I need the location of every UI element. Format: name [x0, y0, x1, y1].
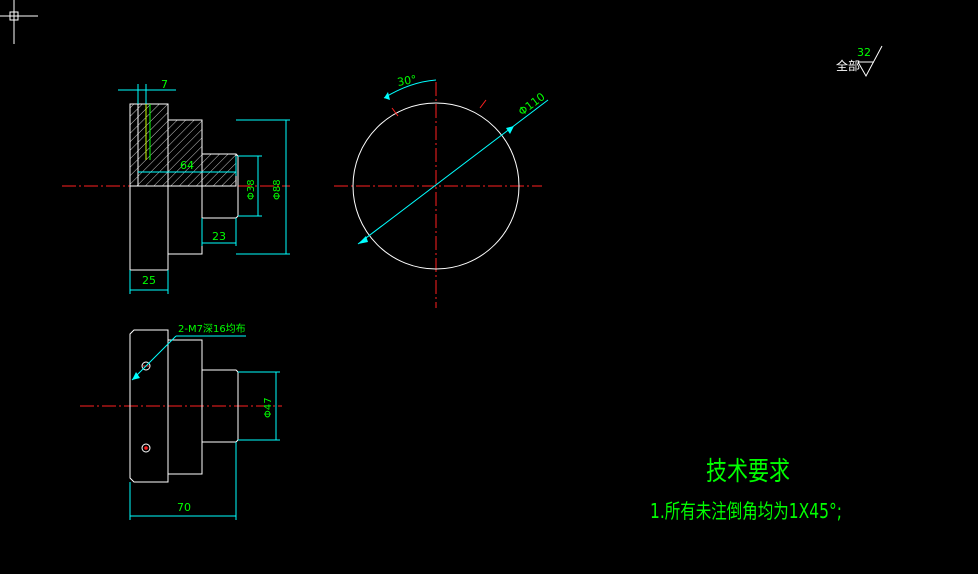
bottom-view: 2-M7深16均布 Φ47 70 [80, 323, 282, 520]
tapped-hole-lower [141, 443, 151, 453]
tapped-hole-upper [141, 361, 151, 371]
roughness-symbol: 全部 32 [836, 45, 883, 78]
tech-requirements: 技术要求 1.所有未注倒角均为1X45°; [650, 457, 842, 523]
hole-callout-label: 2-M7深16均布 [178, 323, 246, 335]
dim-7-label: 7 [161, 78, 168, 91]
crosshair-cursor-icon [0, 0, 38, 44]
roughness-label: 全部 [836, 58, 860, 73]
flange-outer-circle [352, 102, 520, 270]
tech-requirements-item-1: 1.所有未注倒角均为1X45°; [650, 499, 842, 523]
circle-view: 30° Φ110 [334, 73, 549, 308]
dim-23-label: 23 [212, 230, 226, 243]
section-view: 7 64 Φ38 Φ88 23 25 [62, 78, 290, 294]
bottom-view-outline [129, 329, 239, 483]
dim-70-label: 70 [177, 501, 191, 514]
dim-angle30-label: 30° [396, 73, 417, 89]
dim-phi47-label: Φ47 [263, 397, 274, 418]
dim-64-label: 64 [180, 159, 194, 172]
roughness-check-icon [857, 45, 883, 78]
dim-25-label: 25 [142, 274, 156, 287]
roughness-value: 32 [857, 46, 871, 59]
dim-phi38-label: Φ38 [246, 179, 257, 200]
tech-requirements-title: 技术要求 [706, 457, 790, 487]
dim-phi88-label: Φ88 [272, 179, 283, 200]
